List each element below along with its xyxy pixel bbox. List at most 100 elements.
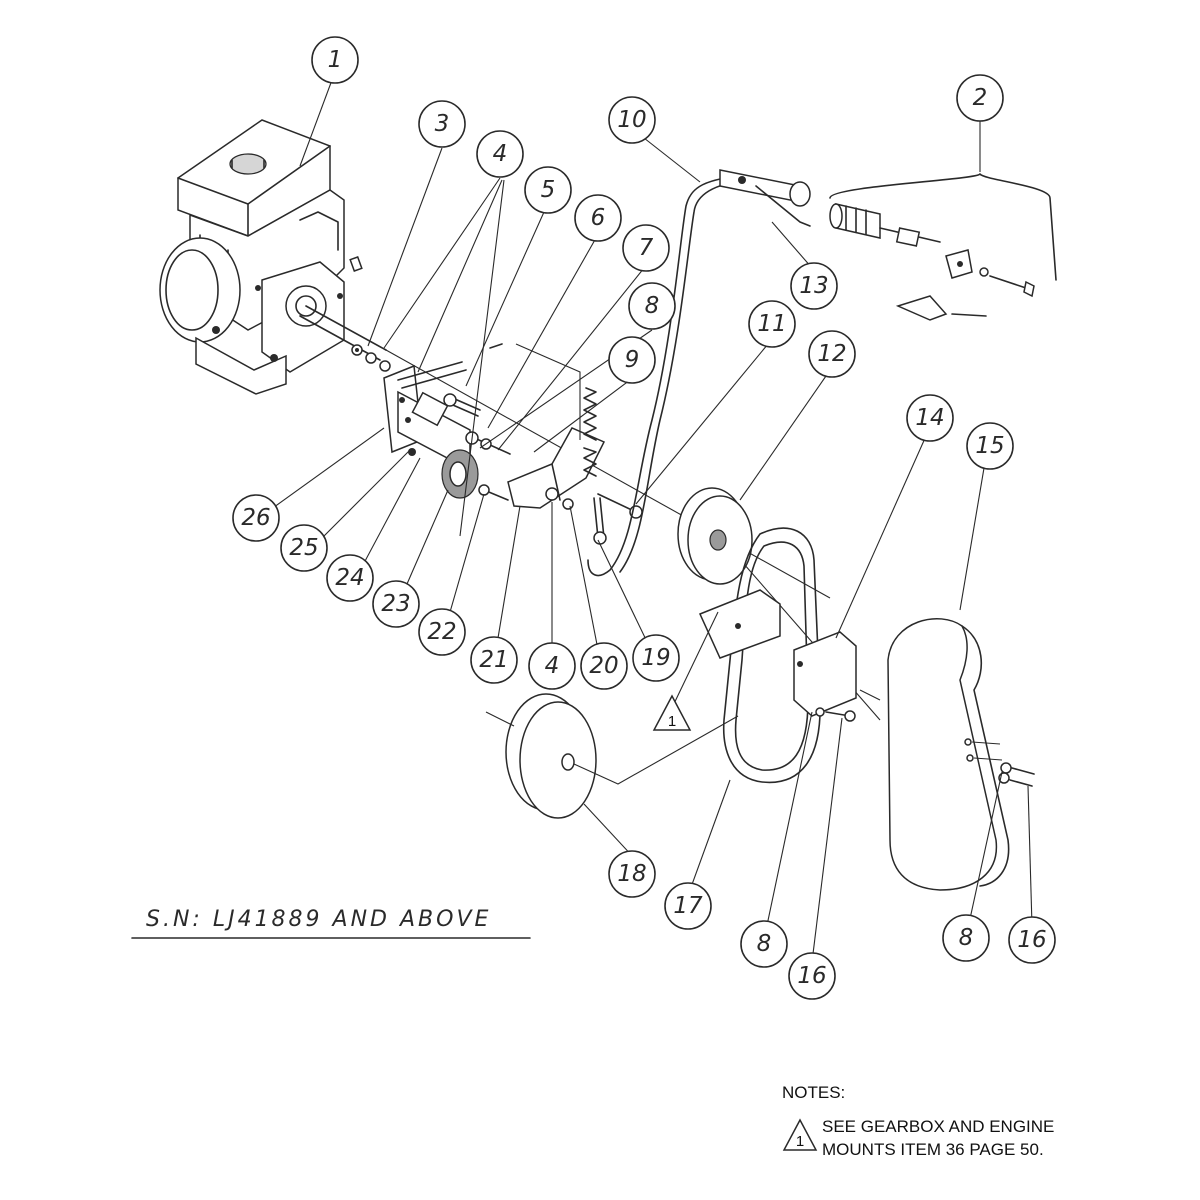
callout-circle: [418, 608, 466, 656]
note-marker: 1: [652, 694, 692, 731]
callout-circle: [622, 224, 670, 272]
callout-c7: 7: [622, 224, 670, 272]
callout-number: 24: [335, 565, 364, 591]
note-marker-number: 1: [668, 713, 676, 730]
callout-number: 25: [289, 535, 318, 561]
callout-circle: [942, 914, 990, 962]
callout-number: 12: [817, 341, 846, 367]
callout-number: 7: [639, 235, 654, 261]
callout-number: 4: [493, 141, 508, 167]
callout-circle: [280, 524, 328, 572]
callout-c13: 13: [790, 262, 838, 310]
callout-c1: 1: [311, 36, 359, 84]
callout-c3: 3: [418, 100, 466, 148]
callout-circle: [906, 394, 954, 442]
callout-circle: [628, 282, 676, 330]
callout-number: 9: [625, 347, 640, 373]
serial-label: S.N: LJ41889 AND ABOVE: [131, 907, 531, 939]
callout-number: 26: [241, 505, 270, 531]
callout-circle: [808, 330, 856, 378]
callout-circle: [740, 920, 788, 968]
idler-bracket: [383, 343, 643, 545]
callout-c14: 14: [906, 394, 954, 442]
serial-number-text: S.N: LJ41889 AND ABOVE: [146, 907, 491, 932]
callout-circle: [608, 96, 656, 144]
callout-c9: 9: [608, 336, 656, 384]
callout-c15: 15: [966, 422, 1014, 470]
callout-c24: 24: [326, 554, 374, 602]
callout-number: 23: [381, 591, 410, 617]
notes-block: NOTES: 1 SEE GEARBOX AND ENGINE MOUNTS I…: [782, 1083, 1054, 1159]
callout-number: 13: [799, 273, 828, 299]
callout-circle: [664, 882, 712, 930]
callout-circle: [574, 194, 622, 242]
callout-circle: [790, 262, 838, 310]
callout-c22: 22: [418, 608, 466, 656]
callout-circle: [524, 166, 572, 214]
callout-c12: 12: [808, 330, 856, 378]
callout-number: 19: [641, 645, 670, 671]
callout-circle: [232, 494, 280, 542]
callout-number: 22: [427, 619, 456, 645]
callout-circle: [632, 634, 680, 682]
driven-pulley: [485, 693, 739, 819]
callout-circle: [608, 850, 656, 898]
callout-c8b: 8: [740, 920, 788, 968]
callout-number: 6: [591, 205, 606, 231]
callout-number: 3: [435, 111, 450, 137]
callout-number: 5: [541, 177, 556, 203]
callout-circle: [608, 336, 656, 384]
callout-c19: 19: [632, 634, 680, 682]
callout-c25: 25: [280, 524, 328, 572]
callout-number: 21: [479, 647, 508, 673]
callout-number: 20: [589, 653, 618, 679]
callout-c6: 6: [574, 194, 622, 242]
notes-marker-number: 1: [796, 1133, 804, 1150]
callout-number: 1: [328, 47, 343, 73]
callout-number: 4: [545, 653, 560, 679]
callout-c4a: 4: [476, 130, 524, 178]
callout-number: 10: [617, 107, 646, 133]
callout-circle: [476, 130, 524, 178]
callout-number: 8: [645, 293, 660, 319]
notes-line-2: MOUNTS ITEM 36 PAGE 50.: [822, 1140, 1044, 1159]
shaft-centerline: [385, 349, 831, 599]
lever-kit: [829, 173, 1057, 321]
notes-heading: NOTES:: [782, 1083, 845, 1102]
callout-number: 16: [1017, 927, 1046, 953]
callout-circle: [966, 422, 1014, 470]
callout-c26: 26: [232, 494, 280, 542]
callout-circle: [1008, 916, 1056, 964]
engine-assembly: [159, 119, 387, 395]
callout-c21: 21: [470, 636, 518, 684]
callout-c16a: 16: [788, 952, 836, 1000]
belt-guard: [887, 618, 1035, 891]
callout-circle: [326, 554, 374, 602]
callout-c17: 17: [664, 882, 712, 930]
callout-number: 11: [757, 311, 786, 337]
callout-c23: 23: [372, 580, 420, 628]
engine-pulley: [677, 487, 753, 585]
callout-circle: [580, 642, 628, 690]
callout-c18: 18: [608, 850, 656, 898]
callout-c16b: 16: [1008, 916, 1056, 964]
clutch-cable: [587, 169, 811, 577]
callout-c8a: 8: [628, 282, 676, 330]
callout-number: 8: [757, 931, 772, 957]
callout-c11: 11: [748, 300, 796, 348]
callout-circle: [418, 100, 466, 148]
notes-warning-icon: [782, 1118, 818, 1151]
callout-number: 18: [617, 861, 646, 887]
callout-circle: [748, 300, 796, 348]
callout-number: 2: [973, 85, 988, 111]
callout-c2: 2: [956, 74, 1004, 122]
callout-c8c: 8: [942, 914, 990, 962]
notes-line-1: SEE GEARBOX AND ENGINE: [822, 1117, 1054, 1136]
callout-circle: [956, 74, 1004, 122]
callout-number: 16: [797, 963, 826, 989]
callout-circle: [528, 642, 576, 690]
callout-c5: 5: [524, 166, 572, 214]
callout-number: 14: [915, 405, 944, 431]
